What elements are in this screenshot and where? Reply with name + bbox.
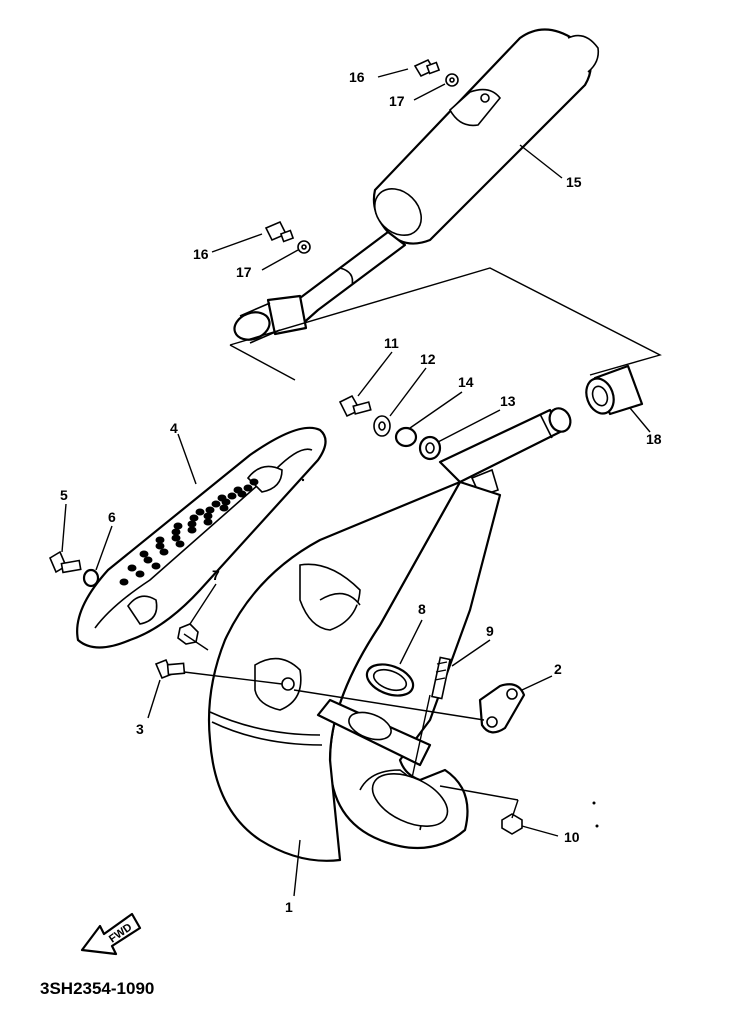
perforation-hole <box>195 508 205 516</box>
callout-17-lower: 17 <box>236 264 252 280</box>
forward-arrow-icon: FWD <box>80 912 142 956</box>
washer-part-17-upper <box>445 73 459 87</box>
perforation-hole <box>189 514 199 522</box>
heat-shield-perforations <box>119 478 259 586</box>
perforation-hole <box>151 562 161 570</box>
stud-part-9 <box>431 656 451 700</box>
callout-10: 10 <box>564 829 580 845</box>
perforation-hole <box>155 536 165 544</box>
perforation-hole <box>187 520 197 528</box>
perforation-hole <box>249 478 259 486</box>
perforation-hole <box>175 540 185 548</box>
callout-5: 5 <box>60 487 68 503</box>
perforation-hole <box>237 490 247 498</box>
bolt-part-3 <box>154 658 186 680</box>
exhaust-pipe-part-1 <box>207 407 572 862</box>
callout-4: 4 <box>170 420 178 436</box>
bolt-part-16-upper <box>413 58 441 78</box>
callout-18: 18 <box>646 431 662 447</box>
joint-part-18 <box>585 364 644 416</box>
callout-8: 8 <box>418 601 426 617</box>
callout-14: 14 <box>458 374 474 390</box>
perforation-hole <box>243 484 253 492</box>
bracket-part-2 <box>478 683 526 734</box>
perforation-hole <box>187 526 197 534</box>
callout-12: 12 <box>420 351 436 367</box>
perforation-hole <box>139 550 149 558</box>
perforation-hole <box>119 578 129 586</box>
callout-7: 7 <box>212 567 220 583</box>
heat-shield-part-4 <box>76 426 327 649</box>
grommet-part-13 <box>418 435 442 461</box>
callout-16-upper: 16 <box>349 69 365 85</box>
perforation-hole <box>135 570 145 578</box>
collar-part-6 <box>82 568 100 588</box>
callout-1: 1 <box>285 899 293 915</box>
bolt-part-11 <box>338 394 372 418</box>
perforation-hole <box>171 534 181 542</box>
callout-3: 3 <box>136 721 144 737</box>
perforation-hole <box>159 548 169 556</box>
bolt-part-16-lower <box>264 220 295 243</box>
perforation-hole <box>127 564 137 572</box>
perforation-hole <box>227 492 237 500</box>
perforation-hole <box>203 518 213 526</box>
perforation-hole <box>211 500 221 508</box>
perforation-hole <box>171 528 181 536</box>
callout-17-upper: 17 <box>389 93 405 109</box>
spacer-part-14 <box>394 426 418 448</box>
callout-16-lower: 16 <box>193 246 209 262</box>
perforation-hole <box>205 506 215 514</box>
gasket-part-8 <box>365 663 415 697</box>
perforation-hole <box>143 556 153 564</box>
perforation-hole <box>203 512 213 520</box>
callout-11: 11 <box>384 335 399 351</box>
perforation-hole <box>221 498 231 506</box>
leader-lines <box>61 68 651 897</box>
perforation-hole <box>219 504 229 512</box>
muffler-part-15 <box>233 28 600 344</box>
callout-15: 15 <box>566 174 582 190</box>
bolt-part-5 <box>48 550 82 574</box>
nut-part-10 <box>501 813 523 835</box>
drawing-code: 3SH2354-1090 <box>40 979 154 998</box>
callout-6: 6 <box>108 509 116 525</box>
washer-part-12 <box>373 415 391 437</box>
callout-9: 9 <box>486 623 494 639</box>
callout-2: 2 <box>554 661 562 677</box>
assembly-outline <box>229 267 662 376</box>
perforation-hole <box>173 522 183 530</box>
perforation-hole <box>155 542 165 550</box>
callout-13: 13 <box>500 393 516 409</box>
washer-part-17-lower <box>297 240 311 254</box>
